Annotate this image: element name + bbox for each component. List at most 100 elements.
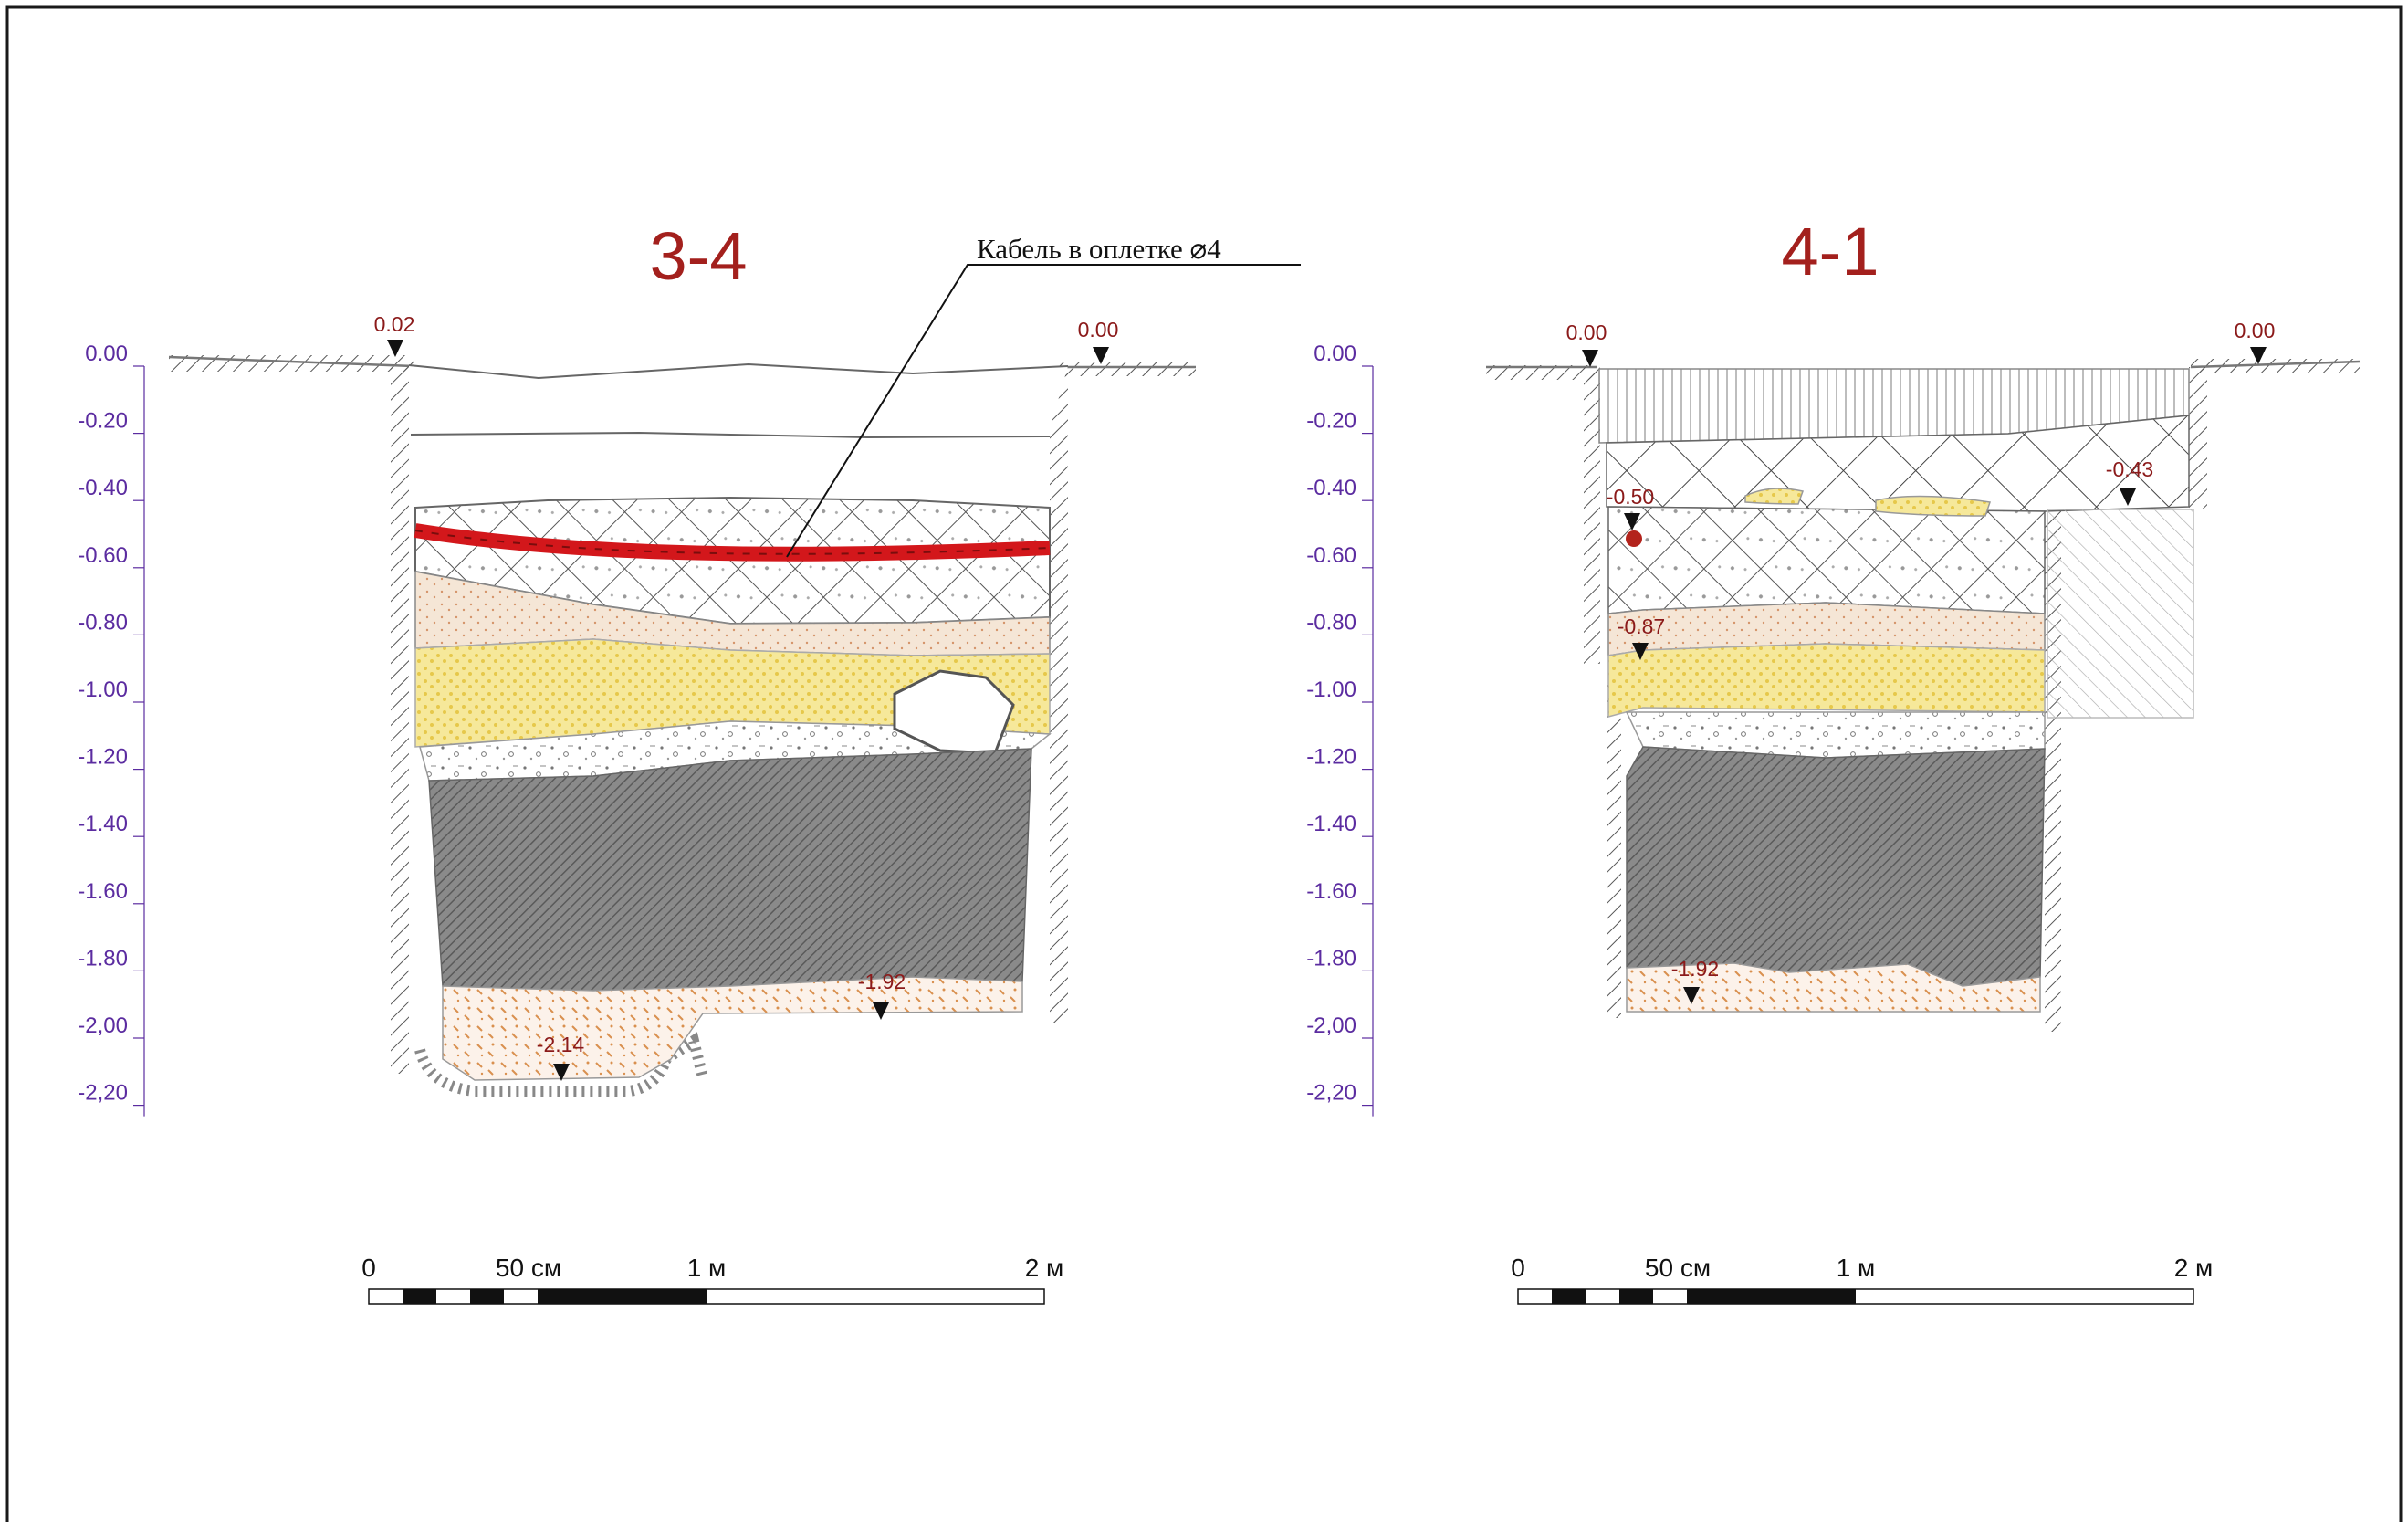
elevation-triangle-icon xyxy=(1582,350,1598,367)
scale-bar-label: 50 см xyxy=(496,1254,561,1282)
scale-bar-label: 0 xyxy=(1511,1254,1525,1282)
pit-wall-hatch xyxy=(1584,367,1600,664)
elevation-triangle-icon xyxy=(1632,643,1649,660)
depth-scale-label: -0.20 xyxy=(78,409,128,434)
elevation-label: -1.92 xyxy=(1671,957,1719,981)
section-title: 3-4 xyxy=(650,218,748,294)
layer-backfill xyxy=(409,364,1068,508)
sand-lens xyxy=(1744,488,1804,505)
depth-scale-label: -1.20 xyxy=(1306,745,1356,770)
depth-scale-label: -0.40 xyxy=(78,476,128,500)
elevation-marker-cable-point: -0.50 xyxy=(1607,485,1654,547)
section-title: 4-1 xyxy=(1782,214,1879,289)
scale-bar-label: 50 см xyxy=(1645,1254,1711,1282)
sheet-frame xyxy=(5,5,2403,1522)
elevation-label: 0.02 xyxy=(374,312,415,336)
depth-scale: 0.00-0.20-0.40-0.60-0.80-1.00-1.20-1.40-… xyxy=(1306,341,1374,1117)
elevation-triangle-icon xyxy=(2120,488,2136,506)
scale-bar-segment xyxy=(1687,1289,1856,1304)
layer-yellow-sand xyxy=(1607,643,2046,718)
elevation-triangle-icon xyxy=(1624,513,1640,530)
foundation-block xyxy=(2047,509,2194,719)
elevation-triangle-icon xyxy=(553,1064,570,1081)
ground-surface-hatch xyxy=(1486,365,1597,380)
scale-bar-label: 2 м xyxy=(1025,1254,1064,1282)
depth-scale-label: -0.80 xyxy=(1306,610,1356,635)
pit-bottom-hatch xyxy=(414,1032,708,1097)
elevation-label: -0.43 xyxy=(2106,457,2153,481)
layer-boundary xyxy=(408,362,1069,380)
elevation-marker-bottom: -1.92 xyxy=(1671,957,1719,1004)
elevation-label: 0.00 xyxy=(1078,318,1119,341)
elevation-label: 0.00 xyxy=(1566,320,1607,344)
depth-scale-label: -0.20 xyxy=(1306,409,1356,434)
depth-scale-label: -1.60 xyxy=(78,879,128,904)
scale-bar-segment xyxy=(538,1289,707,1304)
cable-braid xyxy=(414,530,1051,555)
pit-wall-hatch xyxy=(2189,367,2207,509)
elevation-marker-top-right: 0.00 xyxy=(2235,319,2276,364)
elevation-marker-foundation: -0.43 xyxy=(2106,457,2153,506)
elevation-label: -0.87 xyxy=(1618,614,1665,638)
elevation-triangle-icon xyxy=(1093,347,1109,364)
layer-orange-sand xyxy=(442,976,1023,1081)
section-4-1: 4-1 0.00-0.20-0.40-0.60-0.80-1.00-1.20-1… xyxy=(1306,214,2361,1305)
elevation-marker-bottom-right: -1.92 xyxy=(858,970,906,1020)
elevation-triangle-icon xyxy=(1683,987,1700,1004)
section-3-4: 3-4 0.00-0.20-0.40-0.60-0.80-1.00-1.20-1… xyxy=(78,218,1301,1305)
sand-lens xyxy=(1875,495,1991,517)
elevation-marker-top-right: 0.00 xyxy=(1078,318,1119,364)
layer-dark-clay xyxy=(1626,746,2046,987)
depth-scale-label: -0.60 xyxy=(1306,543,1356,568)
elevation-marker-bottom-left: -2.14 xyxy=(537,1033,585,1081)
elevation-label: -0.50 xyxy=(1607,485,1654,509)
pit-wall-hatch xyxy=(391,366,409,1074)
elevation-marker-step: -0.87 xyxy=(1618,614,1665,660)
cable-section-point xyxy=(1626,530,1642,547)
depth-scale: 0.00-0.20-0.40-0.60-0.80-1.00-1.20-1.40-… xyxy=(78,341,145,1117)
elevation-label: -2.14 xyxy=(537,1033,585,1056)
depth-scale-label: -1.60 xyxy=(1306,879,1356,904)
depth-scale-label: -0.80 xyxy=(78,610,128,635)
elevation-triangle-icon xyxy=(387,340,403,357)
depth-scale-label: -2,00 xyxy=(1306,1013,1356,1038)
ground-line xyxy=(168,355,414,368)
depth-scale-label: -0.60 xyxy=(78,543,128,568)
cable-annotation: Кабель в оплетке ⌀4 xyxy=(977,233,1221,265)
depth-scale-label: -1.20 xyxy=(78,745,128,770)
depth-scale-label: -1.80 xyxy=(78,946,128,971)
depth-scale-label: 0.00 xyxy=(1314,341,1356,366)
pit-wall-hatch xyxy=(1607,671,1621,1018)
elevation-marker-top-left: 0.02 xyxy=(374,312,415,357)
scale-bar: 0 50 см 1 м 2 м xyxy=(1511,1254,2214,1305)
scale-bar-label: 2 м xyxy=(2174,1254,2214,1282)
depth-scale-label: 0.00 xyxy=(85,341,128,366)
scale-bar-segment xyxy=(1552,1289,1586,1304)
elevation-label: 0.00 xyxy=(2235,319,2276,342)
layer-crosshatch-foundation xyxy=(1606,415,2190,512)
layer-orange-sand xyxy=(1626,962,2041,1013)
layer-dark-clay xyxy=(428,748,1032,992)
depth-scale-label: -1.40 xyxy=(1306,812,1356,836)
scale-bar-segment xyxy=(403,1289,436,1304)
scale-bar-label: 1 м xyxy=(1837,1254,1876,1282)
depth-scale-label: -0.40 xyxy=(1306,476,1356,500)
ground-line xyxy=(2190,360,2361,369)
depth-scale-label: -1.80 xyxy=(1306,946,1356,971)
ground-surface-hatch xyxy=(1057,362,1196,376)
depth-scale-label: -2,00 xyxy=(78,1013,128,1038)
stone-boulder xyxy=(893,669,1015,755)
layer-crosshatch-gravel xyxy=(1607,506,2046,614)
scale-bar-segment xyxy=(1619,1289,1653,1304)
depth-scale-label: -1.40 xyxy=(78,812,128,836)
scale-bar-label: 1 м xyxy=(687,1254,727,1282)
annotation-leader-line xyxy=(786,264,1301,558)
elevation-triangle-icon xyxy=(2250,347,2267,364)
elevation-triangle-icon xyxy=(873,1002,889,1020)
scale-bar-label: 0 xyxy=(361,1254,376,1282)
scale-bar-segment xyxy=(470,1289,504,1304)
pit-wall-hatch xyxy=(1050,365,1068,1023)
layer-boundary xyxy=(410,431,1051,439)
depth-scale-label: -2,20 xyxy=(78,1081,128,1106)
